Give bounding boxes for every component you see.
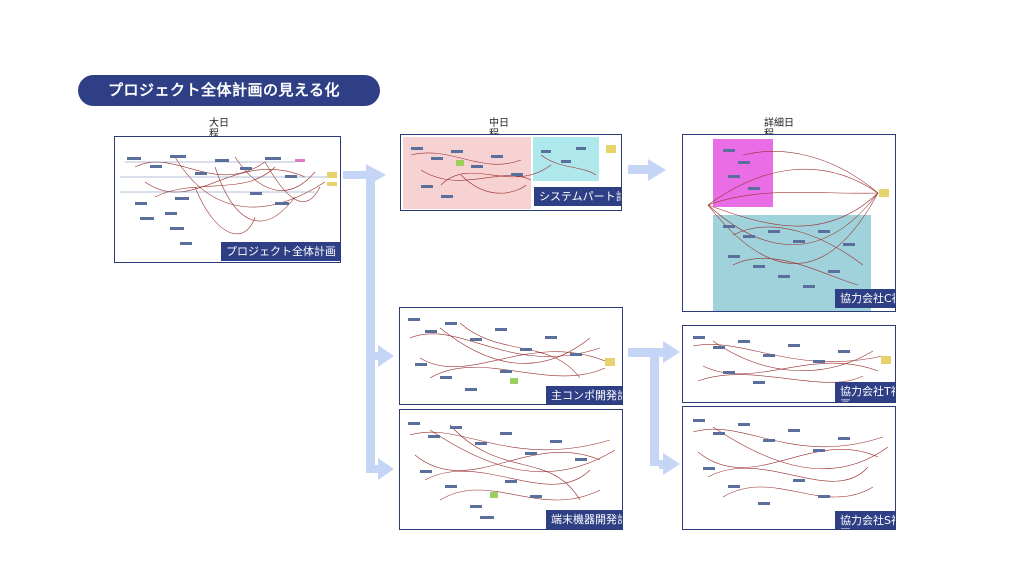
network-diagram-main-compo xyxy=(408,318,615,391)
page-title: プロジェクト全体計画の見える化 xyxy=(78,75,380,106)
panel-system-plan[interactable]: システムパート計画 xyxy=(400,134,622,211)
network-diagram-project xyxy=(120,155,337,245)
level-label-major: 大日程 xyxy=(209,118,229,140)
network-diagram-partner-t xyxy=(692,336,891,384)
panel-terminal-plan[interactable]: 端末機器開発計画 xyxy=(399,409,623,530)
panel-label-project: プロジェクト全体計画 xyxy=(221,242,340,261)
panel-label-terminal: 端末機器開発計画 xyxy=(546,510,622,529)
panel-main-compo-plan[interactable]: 主コンポ開発計画 xyxy=(399,307,623,405)
panel-label-partner-s: 協力会社S社計画 xyxy=(835,511,895,529)
panel-project-plan[interactable]: プロジェクト全体計画 xyxy=(114,136,341,263)
network-diagram-terminal xyxy=(408,422,616,519)
network-diagram-system xyxy=(403,137,616,209)
panel-label-partner-t: 協力会社T社計画 xyxy=(835,382,895,402)
panel-label-system: システムパート計画 xyxy=(534,187,621,206)
panel-partner-s-plan[interactable]: 協力会社S社計画 xyxy=(682,406,896,530)
panel-label-main-compo: 主コンポ開発計画 xyxy=(546,386,622,404)
network-diagram-partner-c xyxy=(707,139,889,311)
panel-label-partner-c: 協力会社C社計画 xyxy=(835,289,895,308)
panel-partner-c-plan[interactable]: 協力会社C社計画 xyxy=(682,134,896,312)
panel-partner-t-plan[interactable]: 協力会社T社計画 xyxy=(682,325,896,403)
network-diagram-partner-s xyxy=(692,419,889,505)
